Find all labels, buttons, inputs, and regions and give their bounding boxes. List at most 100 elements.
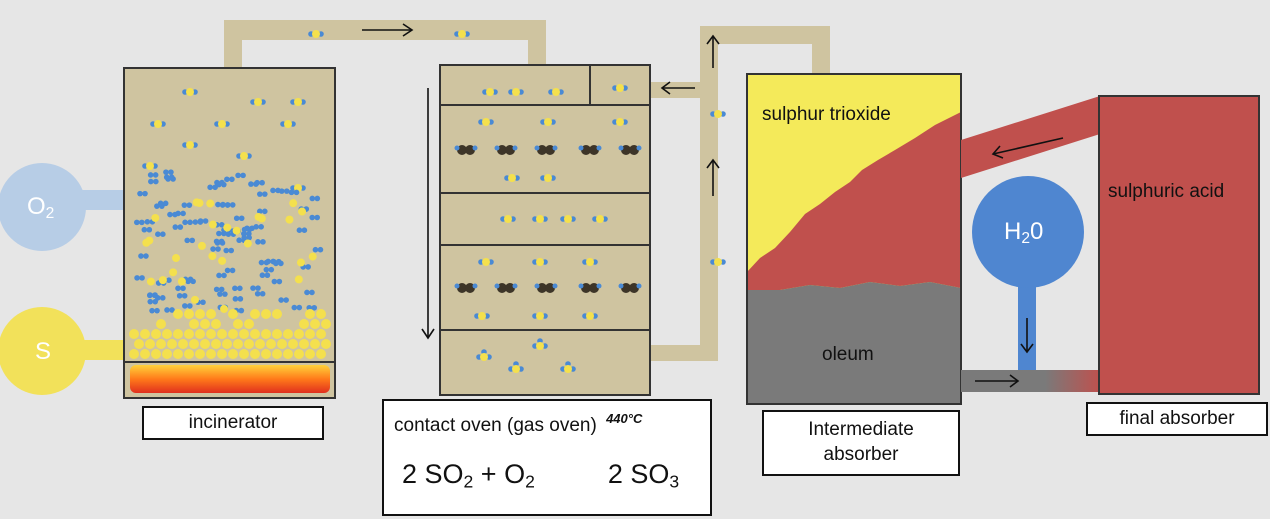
sulfur-atom	[151, 213, 160, 222]
oxygen-atom	[636, 145, 642, 151]
sulfur-atom	[129, 329, 139, 339]
arrow-water-down	[1020, 318, 1034, 354]
sulfur-atom	[266, 339, 276, 349]
oxygen-atom	[232, 296, 239, 302]
arrow-transfer-right	[975, 374, 1020, 388]
oxygen-atom	[225, 231, 232, 237]
sulfur-atom	[169, 268, 178, 277]
oxygen-atom	[278, 297, 284, 303]
sulfur-atom	[206, 329, 216, 339]
oxygen-atom	[283, 188, 290, 194]
sulfur-atom	[616, 118, 624, 126]
oxygen-atom	[138, 253, 144, 259]
oxygen-atom	[255, 285, 261, 291]
sulfur-atom	[232, 226, 241, 235]
sulfur-atom	[228, 349, 238, 359]
oxygen-atom	[260, 239, 266, 245]
oxygen-atom	[236, 237, 242, 244]
sulfur-atom	[151, 349, 161, 359]
sulfur-atom	[536, 312, 544, 320]
oxygen-atom	[157, 200, 164, 207]
sulfur-atom	[536, 342, 544, 350]
sulfur-atom	[544, 118, 552, 126]
oxygen-atom	[258, 223, 264, 230]
oxygen-atom	[215, 246, 221, 252]
sulfur-atom	[289, 199, 298, 208]
sulfur-atom	[172, 254, 181, 263]
sulfur-atom	[220, 304, 229, 313]
oxygen-atom	[187, 219, 193, 226]
sulfur-atom	[142, 238, 151, 247]
oxygen-atom	[187, 276, 194, 283]
oxygen-atom	[263, 266, 270, 273]
oxygen-atom	[137, 190, 143, 197]
sulfur-atom	[261, 309, 271, 319]
oxygen-atom	[181, 292, 188, 299]
sulfur-atom	[272, 329, 282, 339]
sulfur-atom	[308, 252, 317, 261]
catalyst-particle	[545, 283, 555, 293]
oxygen-atom	[216, 272, 222, 279]
sulfur-atom	[310, 319, 320, 329]
catalyst-particle	[629, 283, 639, 293]
catalyst-particle	[629, 145, 639, 155]
sulfur-atom	[239, 349, 249, 359]
sulfur-atom	[298, 207, 307, 216]
sulfur-atom	[321, 319, 331, 329]
oxygen-atom	[147, 298, 154, 305]
oxygen-atom	[134, 275, 140, 281]
oxygen-atom	[257, 191, 263, 197]
oxygen-atom	[218, 286, 225, 293]
sulfur-atom	[272, 309, 282, 319]
oxygen-atom	[254, 290, 261, 297]
oxygen-atom	[172, 211, 178, 218]
oxygen-atom	[180, 210, 186, 217]
oxygen-atom	[223, 247, 230, 254]
sulfur-atom	[200, 339, 210, 349]
oxygen-atom	[259, 290, 266, 297]
oxygen-atom	[147, 172, 154, 178]
contact-oven-label: contact oven (gas oven)	[394, 414, 597, 436]
sulfur-atom	[243, 239, 252, 248]
catalyst-particle	[589, 283, 599, 293]
sulfur-atom	[195, 199, 204, 208]
sulfur-atom	[156, 319, 166, 329]
oxygen-atom	[283, 297, 289, 303]
sulfur-atom	[250, 309, 260, 319]
sulfur-atom	[478, 312, 486, 320]
sulfur-atom	[458, 30, 466, 38]
oxygen-atom	[278, 188, 285, 194]
oxygen-atom	[221, 272, 227, 279]
oxygen-atom	[229, 267, 236, 274]
oxygen-atom	[261, 208, 268, 215]
catalyst-particle	[505, 283, 515, 293]
oxygen-atom	[144, 218, 151, 225]
oxygen-atom	[213, 238, 220, 245]
sulfur-atom	[714, 110, 722, 118]
oxygen-atom	[143, 253, 149, 259]
sulfur-atom	[195, 349, 205, 359]
sulfur-atom	[186, 141, 194, 149]
sulfur-atom	[195, 329, 205, 339]
oxygen-atom	[472, 145, 478, 151]
sulfur-atom	[536, 258, 544, 266]
sulfur-atom	[206, 309, 216, 319]
oxygen-atom	[162, 200, 169, 207]
reaction-equation: 2 SO2 + O2 2 SO3	[402, 459, 680, 492]
sulfur-atom	[217, 329, 227, 339]
sulfur-atom	[184, 329, 194, 339]
water-inlet	[972, 176, 1084, 370]
sulfur-atom	[167, 339, 177, 349]
oxygen-atom	[197, 219, 204, 225]
catalyst-particle	[457, 283, 467, 293]
oxygen-atom	[152, 172, 159, 178]
oxygen-atom	[160, 231, 166, 237]
oxygen-atom	[270, 258, 276, 265]
oxygen-atom	[215, 201, 221, 208]
sulfur-atom	[261, 329, 271, 339]
oxygen-atom	[311, 304, 318, 311]
arrow-acid-left	[991, 137, 1064, 159]
oxygen-atom	[219, 222, 225, 228]
sulfur-atom	[228, 329, 238, 339]
